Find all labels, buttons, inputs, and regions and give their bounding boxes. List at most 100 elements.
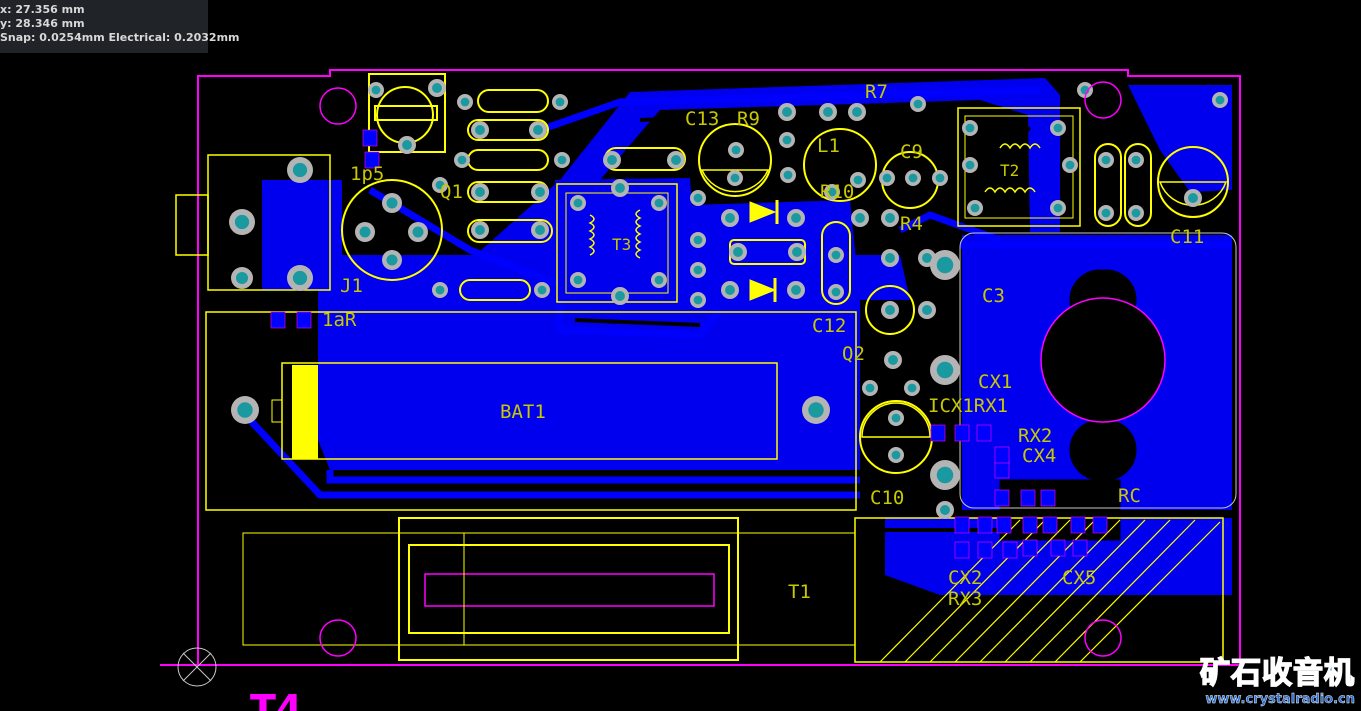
pad-hole: [831, 287, 841, 297]
smd-pad: [977, 516, 993, 534]
pad-hole: [693, 295, 703, 305]
cursor-x: x: 27.356 mm: [0, 3, 85, 16]
smd-pad: [976, 424, 992, 442]
pad-hole: [693, 193, 703, 203]
svg-text:ICX1RX1: ICX1RX1: [928, 395, 1008, 417]
pads: [229, 79, 1228, 519]
pad-hole: [936, 361, 954, 379]
smd-pad: [954, 541, 970, 559]
pad-hole: [435, 180, 445, 190]
pad-hole: [615, 291, 625, 301]
pad-hole: [865, 383, 875, 393]
pad-hole: [885, 305, 895, 315]
pad-hole: [791, 285, 801, 295]
pad-hole: [535, 225, 545, 235]
t2-label: T2: [1000, 161, 1019, 180]
pad-hole: [533, 125, 543, 135]
watermark: 矿石收音机 www.crystalradio.cn: [1199, 648, 1355, 707]
pad-hole: [852, 107, 862, 117]
pad-hole: [891, 413, 901, 423]
pad-hole: [475, 225, 485, 235]
smd-pad: [994, 489, 1010, 507]
layer-label-pink: T4: [250, 687, 302, 711]
pad-hole: [936, 256, 954, 274]
pad-hole: [693, 235, 703, 245]
pad-hole: [573, 275, 583, 285]
mount-holes: [319, 81, 1122, 657]
pad-hole: [782, 135, 792, 145]
smd-pad: [994, 446, 1010, 464]
svg-text:R9: R9: [737, 108, 760, 130]
smd-pad: [364, 151, 380, 169]
pad-hole: [907, 383, 917, 393]
pad-hole: [292, 162, 308, 178]
svg-text:C11: C11: [1170, 226, 1204, 248]
pad-hole: [1131, 155, 1141, 165]
pad-hole: [935, 173, 945, 183]
svg-text:C12: C12: [812, 315, 846, 337]
pad-hole: [792, 247, 802, 257]
pad-hole: [1101, 155, 1111, 165]
smd-pad: [996, 516, 1012, 534]
pad-hole: [922, 305, 932, 315]
pad-hole: [402, 140, 412, 150]
pad-hole: [827, 187, 837, 197]
pad-hole: [1215, 95, 1225, 105]
pad-hole: [1053, 203, 1063, 213]
svg-text:L1: L1: [817, 135, 840, 157]
smd-pad: [296, 311, 312, 329]
t3-label: T3: [612, 235, 631, 254]
watermark-title: 矿石收音机: [1199, 655, 1355, 692]
pad-hole: [432, 83, 442, 93]
t1-coil: [398, 517, 739, 661]
svg-text:R10: R10: [820, 181, 854, 203]
pad-hole: [885, 213, 895, 223]
pad-hole: [940, 505, 950, 515]
smd-pads: [270, 129, 1108, 559]
smd-pad: [362, 129, 378, 147]
pad-hole: [557, 155, 567, 165]
coordinate-readout: x: 27.356 mm y: 28.346 mm Snap: 0.0254mm…: [0, 0, 240, 53]
pad-hole: [885, 253, 895, 263]
pad-hole: [731, 145, 741, 155]
pad-hole: [725, 285, 735, 295]
traces: [247, 86, 1232, 499]
pad-hole: [783, 170, 793, 180]
pad-hole: [292, 270, 308, 286]
svg-text:CX2: CX2: [948, 567, 982, 589]
bat1-label: BAT1: [500, 401, 546, 423]
c11-body: [1157, 146, 1229, 218]
pad-hole: [908, 173, 918, 183]
svg-text:R7: R7: [865, 81, 888, 103]
pad-hole: [693, 265, 703, 275]
svg-text:CX5: CX5: [1062, 567, 1096, 589]
c13-body: [698, 123, 772, 197]
svg-text:C13: C13: [685, 108, 719, 130]
pad-hole: [936, 466, 954, 484]
smd-pad: [1002, 541, 1018, 559]
pad-hole: [1053, 123, 1063, 133]
pad-hole: [882, 173, 892, 183]
pad-hole: [1101, 208, 1111, 218]
pad-hole: [386, 254, 398, 266]
l1-body: [803, 128, 877, 202]
smd-pad: [994, 461, 1010, 479]
q2-body: [865, 285, 915, 335]
pad-hole: [808, 402, 824, 418]
t1-frame: [242, 532, 856, 646]
c3-label: C3: [982, 285, 1005, 307]
svg-text:C10: C10: [870, 487, 904, 509]
t2-outline: [957, 107, 1081, 227]
pad-hole: [1188, 193, 1198, 203]
pad-hole: [386, 197, 398, 209]
pad-hole: [823, 107, 833, 117]
svg-text:C9: C9: [900, 141, 923, 163]
pad-hole: [913, 99, 923, 109]
svg-text:CX1: CX1: [978, 371, 1012, 393]
pad-hole: [237, 402, 253, 418]
smd-pad: [1042, 516, 1058, 534]
pad-hole: [891, 450, 901, 460]
svg-text:RX2: RX2: [1018, 425, 1052, 447]
svg-text:1aR: 1aR: [322, 309, 357, 331]
